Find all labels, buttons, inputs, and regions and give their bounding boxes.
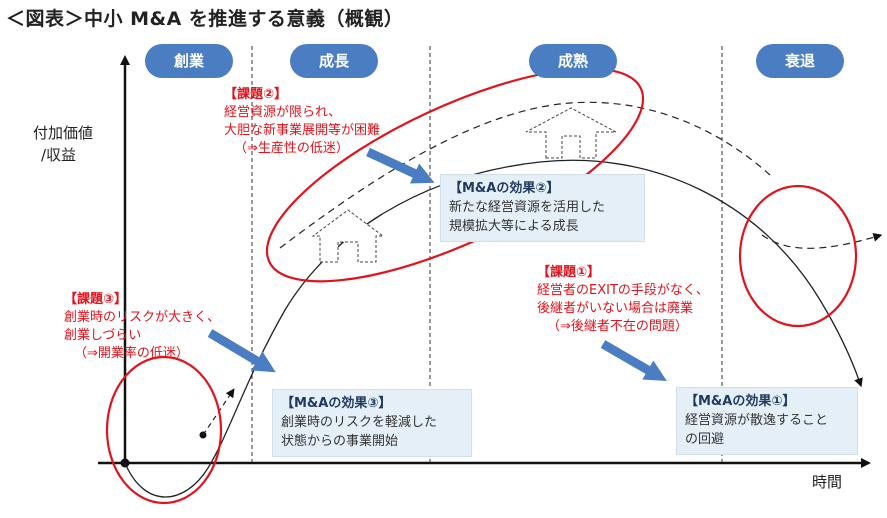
uplift-arrow [525,107,617,159]
effect-line: の回避 [685,432,725,447]
y-axis-label-line: 付加価値 [33,124,94,142]
page-title: ＜図表＞中小 M&A を推進する意義（概観） [6,8,404,30]
issue-line: 経営資源が限られ、 [224,105,342,120]
issue-line: 創業しづらい [64,328,142,343]
effect-line: 規模拡大等による成長 [449,219,579,234]
phase-startup: 創業 [145,44,233,78]
issue-heading: 【課題①】 [537,265,601,280]
effect-line: 状態からの事業開始 [281,434,399,449]
effect-heading: 【M&Aの効果③】 [281,396,392,411]
phase-maturity: 成熟 [529,44,617,78]
uplift-arrow [311,209,385,263]
effect-2-box: 【M&Aの効果②】 新たな経営資源を活用した 規模拡大等による成長 [440,174,645,242]
effect-line: 経営資源が散逸すること [685,413,829,428]
effect-3-box: 【M&Aの効果③】 創業時のリスクを軽減した 状態からの事業開始 [272,389,472,457]
y-axis-label: 付加価値 /収益 [33,122,93,166]
highlight-ellipse [105,355,223,505]
effect-line: 創業時のリスクを軽減した [281,415,438,430]
issue-3: 【課題③】 創業時のリスクが大きく、 創業しづらい （⇒開業率の低迷） [64,291,220,363]
issue-heading: 【課題②】 [224,87,288,102]
effect-arrow [600,340,667,382]
ma-renewal-curve [761,232,883,249]
phase-growth: 成長 [290,44,378,78]
effect-1-box: 【M&Aの効果①】 経営資源が散逸すること の回避 [676,387,858,455]
effect-heading: 【M&Aの効果②】 [449,181,560,196]
issue-heading: 【課題③】 [64,292,128,307]
effect-arrow [366,147,435,184]
x-axis-label: 時間 [812,473,843,491]
issue-line: （⇒生産性の低迷） [234,141,349,156]
issue-line: 大胆な新事業展開等が困難 [224,123,381,138]
issue-line: 後継者がいない場合は廃業 [537,301,694,316]
issue-line: 創業時のリスクが大きく、 [64,310,221,325]
issue-2: 【課題②】 経営資源が限られ、 大胆な新事業展開等が困難 （⇒生産性の低迷） [224,86,380,158]
phase-decline: 衰退 [756,44,844,78]
lifecycle-curve [124,159,863,498]
issue-line: 経営者のEXITの手段がなく、 [537,283,709,298]
highlight-ellipse [738,184,858,328]
y-axis-label-line: /収益 [41,146,77,164]
issue-line: （⇒後継者不在の問題） [547,319,688,334]
effect-arrow [207,329,276,373]
issue-1: 【課題①】 経営者のEXITの手段がなく、 後継者がいない場合は廃業 （⇒後継者… [537,264,709,336]
issue-line: （⇒開業率の低迷） [74,346,189,361]
effect-line: 新たな経営資源を活用した [449,200,606,215]
ma-growth-curve [279,101,771,249]
effect-heading: 【M&Aの効果①】 [685,394,796,409]
